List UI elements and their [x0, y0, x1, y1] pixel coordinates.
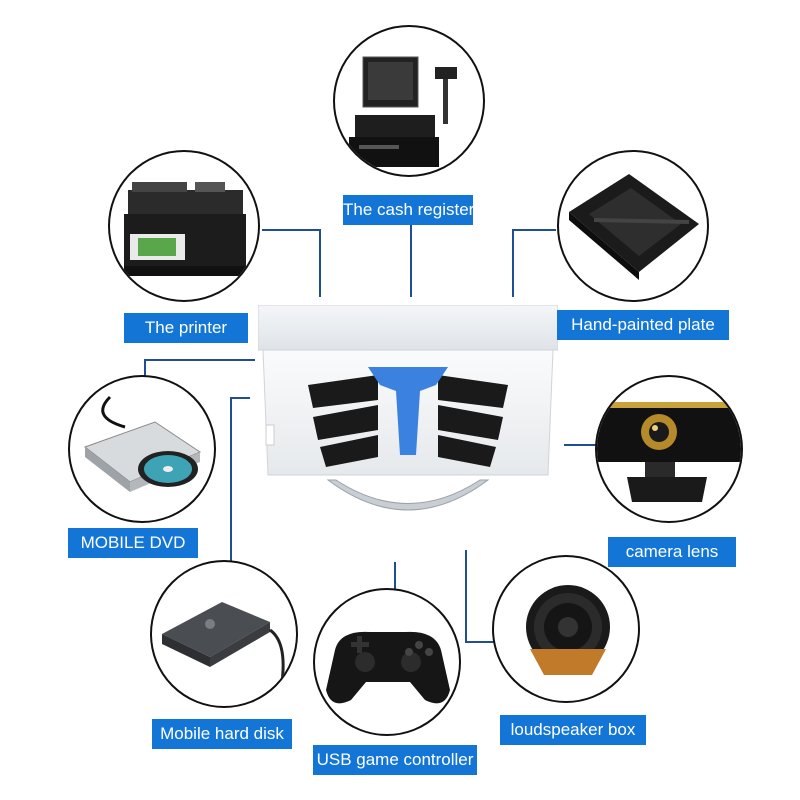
mobile-dvd-label: MOBILE DVD: [68, 528, 198, 558]
gamepad-circle: [313, 588, 461, 736]
mobile-hard-disk-label: Mobile hard disk: [152, 719, 292, 749]
printer-icon: [124, 182, 246, 276]
cash-register-icon: [349, 56, 457, 167]
cash-register-circle: [333, 25, 485, 177]
usb-game-controller-label: USB game controller: [313, 745, 477, 775]
printer-circle: [108, 150, 260, 302]
hard-disk-circle: [150, 560, 298, 708]
camera-icon: [597, 402, 741, 502]
dvd-drive-icon: [83, 395, 202, 492]
camera-lens-label: camera lens: [608, 537, 736, 567]
tablet-icon: [569, 174, 699, 280]
cash-register-label: The cash register: [343, 195, 474, 225]
hard-disk-icon: [162, 602, 285, 683]
tablet-circle: [557, 150, 709, 302]
loudspeaker-box-label: loudspeaker box: [500, 715, 646, 745]
all-in-one-computer: [257, 304, 559, 530]
dvd-circle: [68, 375, 216, 523]
speaker-icon: [526, 585, 610, 675]
camera-circle: [595, 375, 743, 523]
printer-label: The printer: [124, 313, 248, 343]
gamepad-icon: [326, 631, 450, 704]
speaker-circle: [492, 555, 640, 703]
hand-painted-plate-label: Hand-painted plate: [557, 310, 729, 340]
